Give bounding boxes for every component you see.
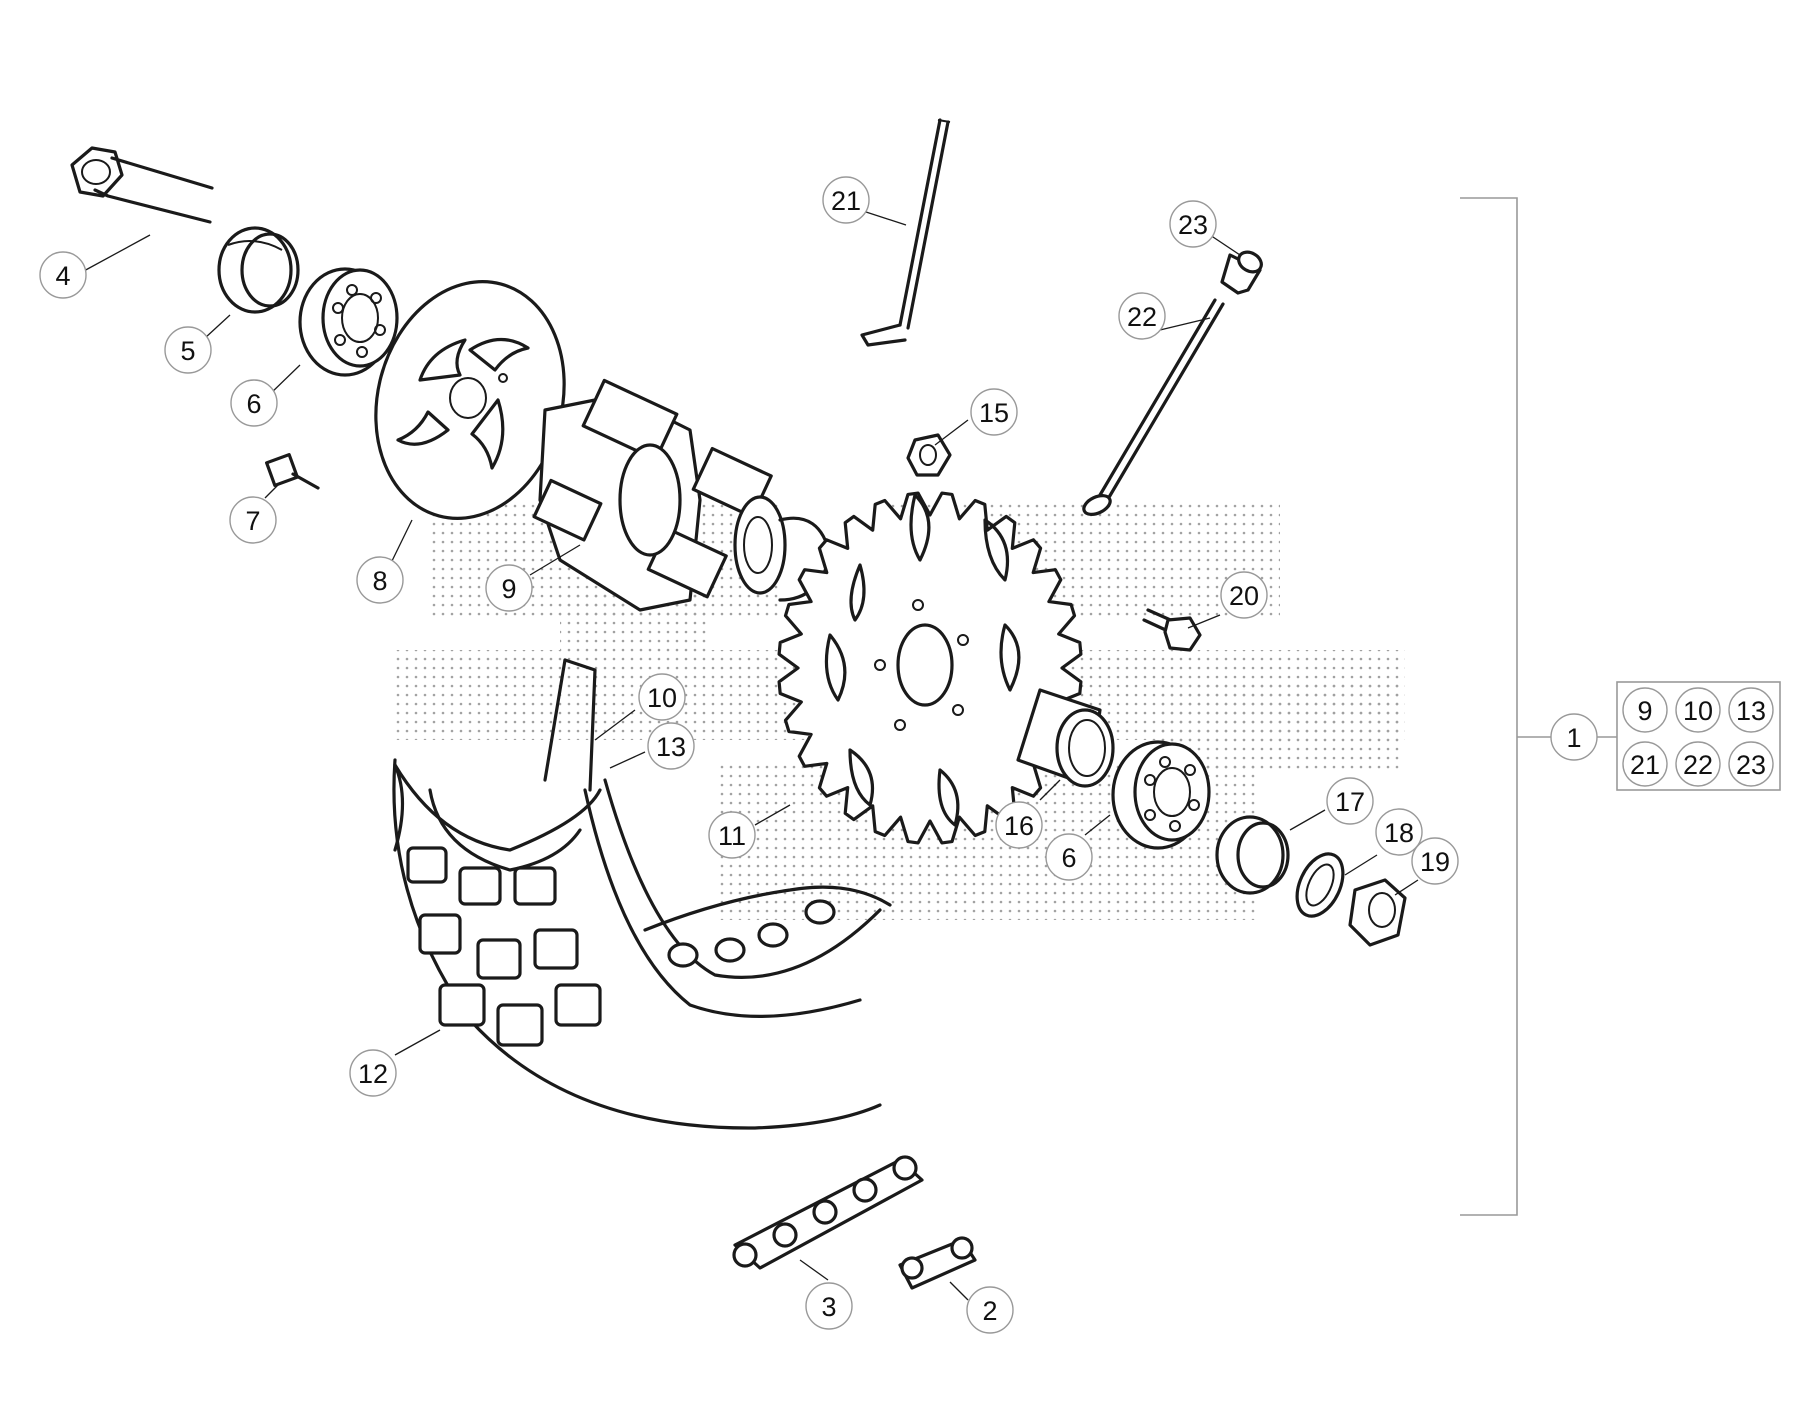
axle-nut-part	[1348, 878, 1407, 947]
callout-12: 12	[349, 1049, 397, 1097]
kit-callout-9: 9	[1622, 687, 1668, 733]
master-link-part	[898, 1236, 977, 1290]
callout-label: 6	[246, 389, 261, 419]
callout-16: 16	[995, 801, 1043, 849]
kit-callout-label: 22	[1683, 750, 1713, 780]
chain-part	[732, 1155, 924, 1270]
bearing-left-part	[298, 267, 399, 377]
leader-lines	[81, 211, 1419, 1301]
hub-part	[532, 378, 832, 612]
callout-20: 20	[1220, 571, 1268, 619]
callout-10: 10	[638, 673, 686, 721]
callout-label: 5	[180, 336, 195, 366]
callout-label: 19	[1420, 847, 1450, 877]
nut-part	[906, 433, 952, 477]
callout-7: 7	[229, 496, 277, 544]
callout-17: 17	[1326, 777, 1374, 825]
callout-label: 1	[1566, 723, 1581, 753]
bearing-right-part	[1111, 740, 1211, 850]
callout-label: 18	[1384, 818, 1414, 848]
callout-label: 9	[501, 574, 516, 604]
callout-6: 6	[1045, 833, 1093, 881]
washer-part	[1295, 852, 1345, 918]
callout-13: 13	[647, 722, 695, 770]
callout-6: 6	[230, 379, 278, 427]
callout-18: 18	[1375, 808, 1423, 856]
kit-callout-23: 23	[1728, 741, 1774, 787]
callout-label: 13	[656, 732, 686, 762]
kit-callout-21: 21	[1622, 741, 1668, 787]
kit-callout-label: 21	[1630, 750, 1660, 780]
callout-label: 16	[1004, 811, 1034, 841]
callout-label: 20	[1229, 581, 1259, 611]
callout-5: 5	[164, 326, 212, 374]
callout-8: 8	[356, 556, 404, 604]
callout-21: 21	[822, 176, 870, 224]
callout-label: 15	[979, 398, 1009, 428]
kit-callout-label: 9	[1637, 696, 1652, 726]
callout-label: 22	[1127, 302, 1157, 332]
kit-callout-label: 13	[1736, 696, 1766, 726]
callout-1: 1	[1550, 713, 1598, 761]
callout-4: 4	[39, 251, 87, 299]
callout-22: 22	[1118, 292, 1166, 340]
spacer-part	[217, 226, 300, 314]
callout-23: 23	[1169, 200, 1217, 248]
kit-callout-10: 10	[1675, 687, 1721, 733]
callout-label: 8	[372, 566, 387, 596]
callout-11: 11	[708, 811, 756, 859]
callout-label: 10	[647, 683, 677, 713]
axle-bolt-part	[70, 146, 214, 224]
callout-9: 9	[485, 564, 533, 612]
tire-rim-tube-part	[392, 658, 892, 1130]
callout-19: 19	[1411, 837, 1459, 885]
callout-label: 17	[1335, 787, 1365, 817]
callout-label: 3	[821, 1292, 836, 1322]
spoke-part	[860, 118, 951, 347]
screw-part	[265, 453, 320, 490]
callout-label: 7	[245, 506, 260, 536]
callout-2: 2	[966, 1286, 1014, 1334]
brake-disc-part	[374, 280, 566, 520]
callout-label: 6	[1061, 843, 1076, 873]
callout-label: 2	[982, 1296, 997, 1326]
callout-label: 21	[831, 186, 861, 216]
callout-label: 4	[55, 261, 70, 291]
kit-box-callouts: 9 10 13 21 22 23	[1622, 687, 1774, 787]
kit-callout-22: 22	[1675, 741, 1721, 787]
callout-3: 3	[805, 1282, 853, 1330]
callout-label: 11	[718, 821, 746, 851]
callout-label: 23	[1178, 210, 1208, 240]
kit-callout-13: 13	[1728, 687, 1774, 733]
callout-label: 12	[358, 1059, 388, 1089]
spoke-part	[1082, 298, 1225, 516]
kit-callout-label: 23	[1736, 750, 1766, 780]
sprocket-part	[777, 491, 1083, 845]
spacer-tube-part	[1016, 688, 1115, 788]
spacer-right-part	[1215, 815, 1290, 895]
kit-callout-label: 10	[1683, 696, 1713, 726]
callout-15: 15	[970, 388, 1018, 436]
spoke-nipple-part	[1220, 250, 1263, 295]
